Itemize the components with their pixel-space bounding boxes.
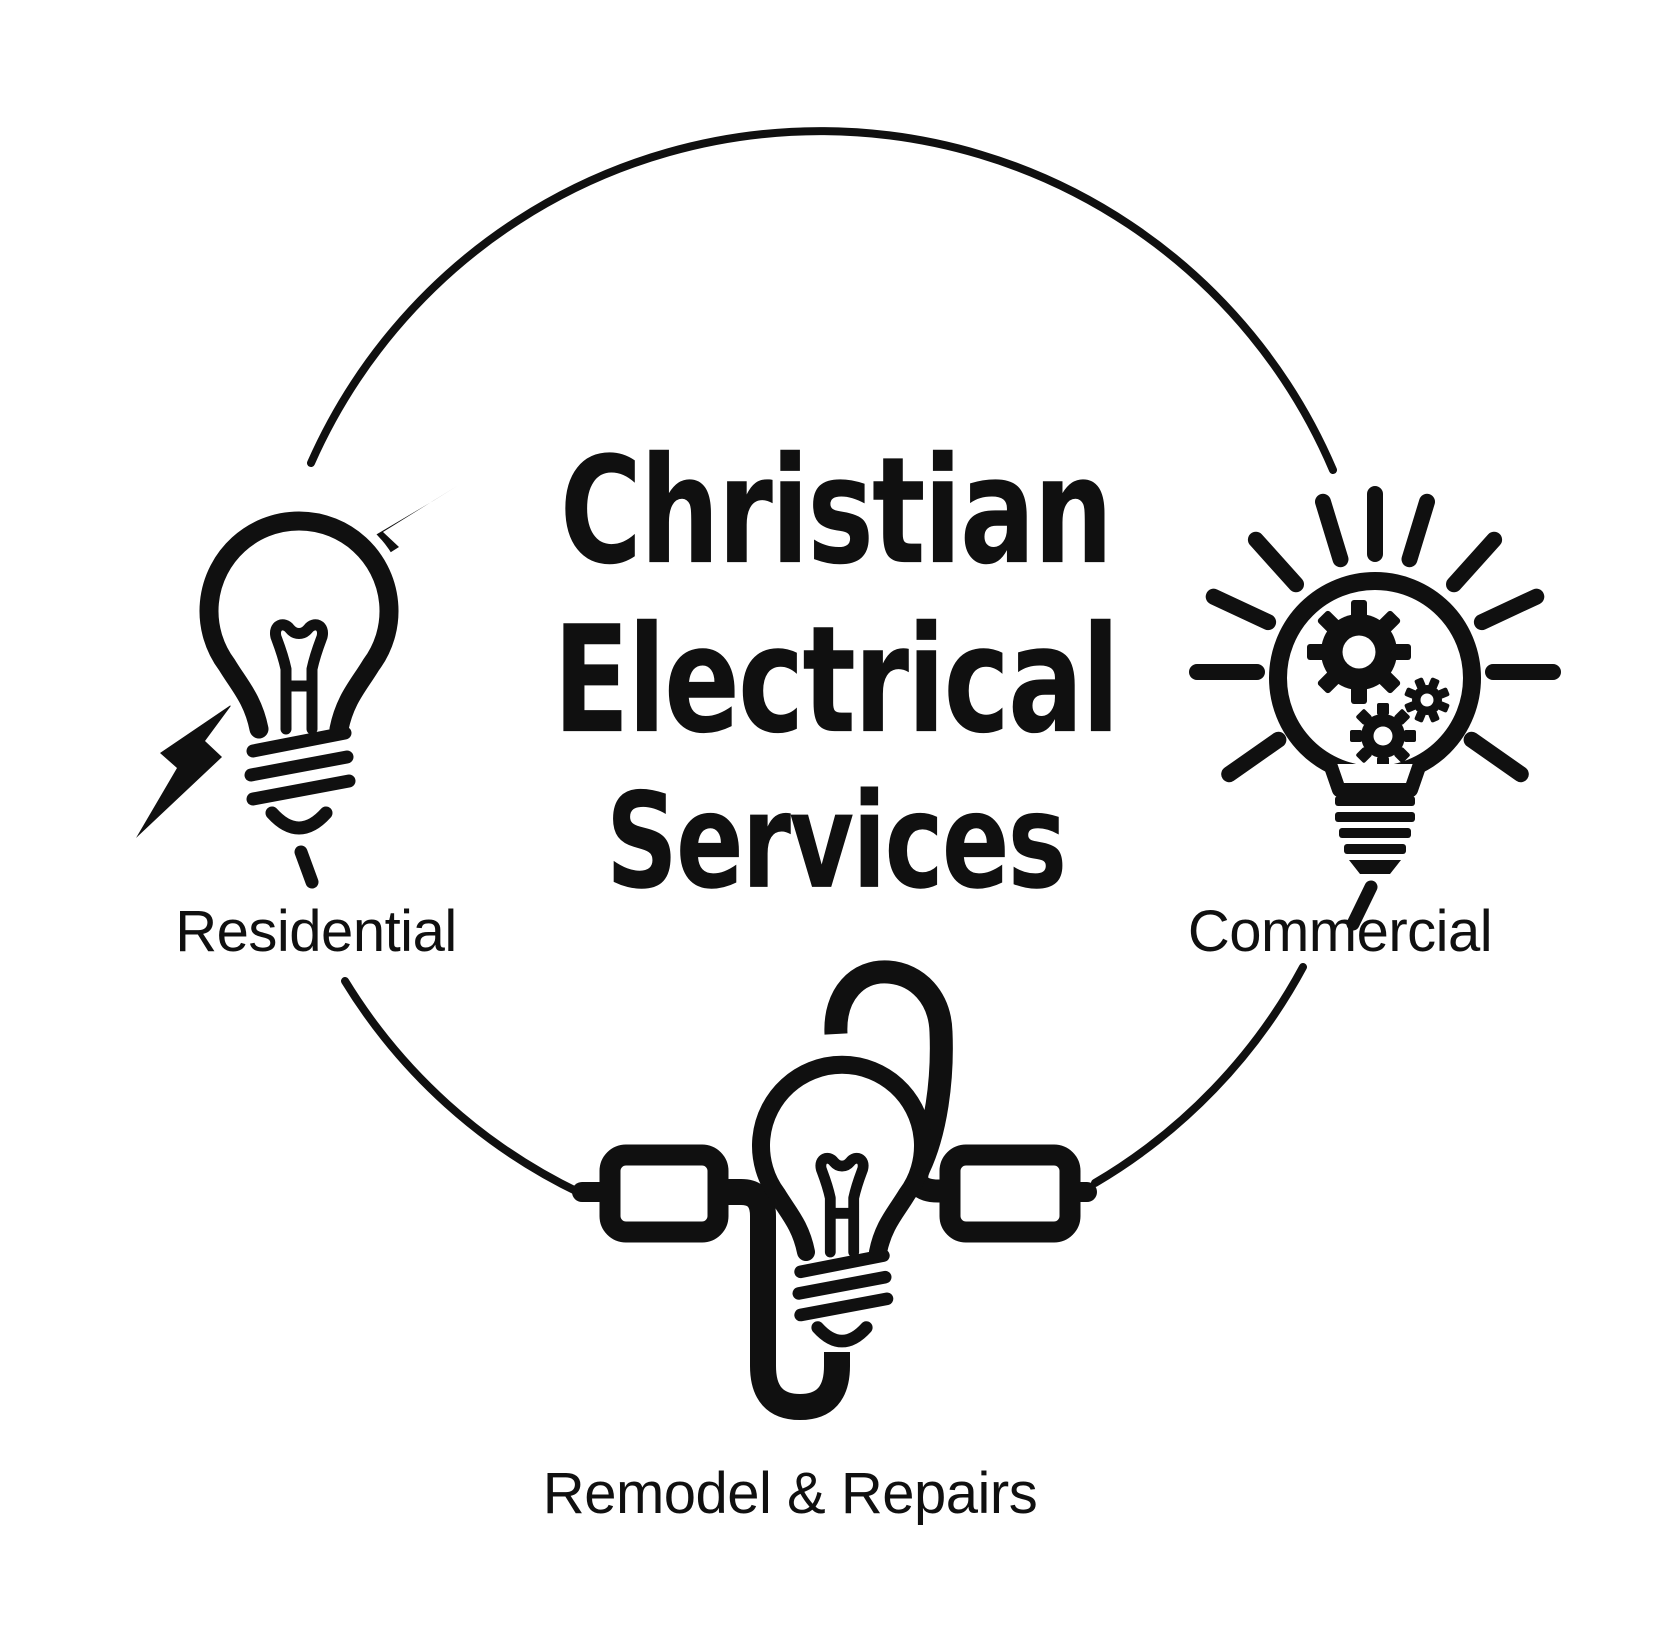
bulb-neck [1323,761,1427,797]
commercial-bulb-gears-icon [1189,486,1561,874]
residential-bulb-lightning-icon [136,486,457,838]
label-residential: Residential [175,899,457,964]
bulb-base-smile [265,806,333,835]
remodel-bulb-circuit-icon [572,960,1097,1420]
label-remodel-repairs: Remodel & Repairs [542,1461,1038,1526]
logo-title: Christian Electrical Services [0,427,1671,918]
circle-arc-lower-right [1091,963,1307,1187]
circle-arc-top [307,127,1337,474]
resistor-left-icon [599,1144,729,1243]
bulb-filament [815,1152,869,1258]
gear-large-icon [1307,600,1411,704]
circle-arc-lower-left [341,977,584,1197]
light-rays-icon [1189,486,1561,783]
bulb-filament [270,619,328,735]
bulb-screw-base [1335,796,1415,874]
lightning-bolt-icon [136,486,457,838]
circle-dash-right [1346,880,1378,931]
bulb-glass-outline [199,511,399,739]
circle-dash-left [294,845,319,889]
bulb-base-smile [811,1321,873,1348]
outer-circle-arcs [294,127,1378,1197]
title-line-2: Electrical [553,595,1120,767]
gear-medium-icon [1350,703,1416,769]
title-line-1: Christian [559,426,1113,598]
bulb-base-threads [792,1249,894,1348]
bulb-base-threads [244,726,356,835]
title-line-3: Services [605,764,1067,919]
resistor-right-icon [939,1144,1081,1243]
bulb-glass-outline [752,1055,932,1262]
gear-small-icon [1404,677,1450,723]
label-commercial: Commercial [1187,899,1493,964]
wire-u-loop [718,1179,850,1420]
